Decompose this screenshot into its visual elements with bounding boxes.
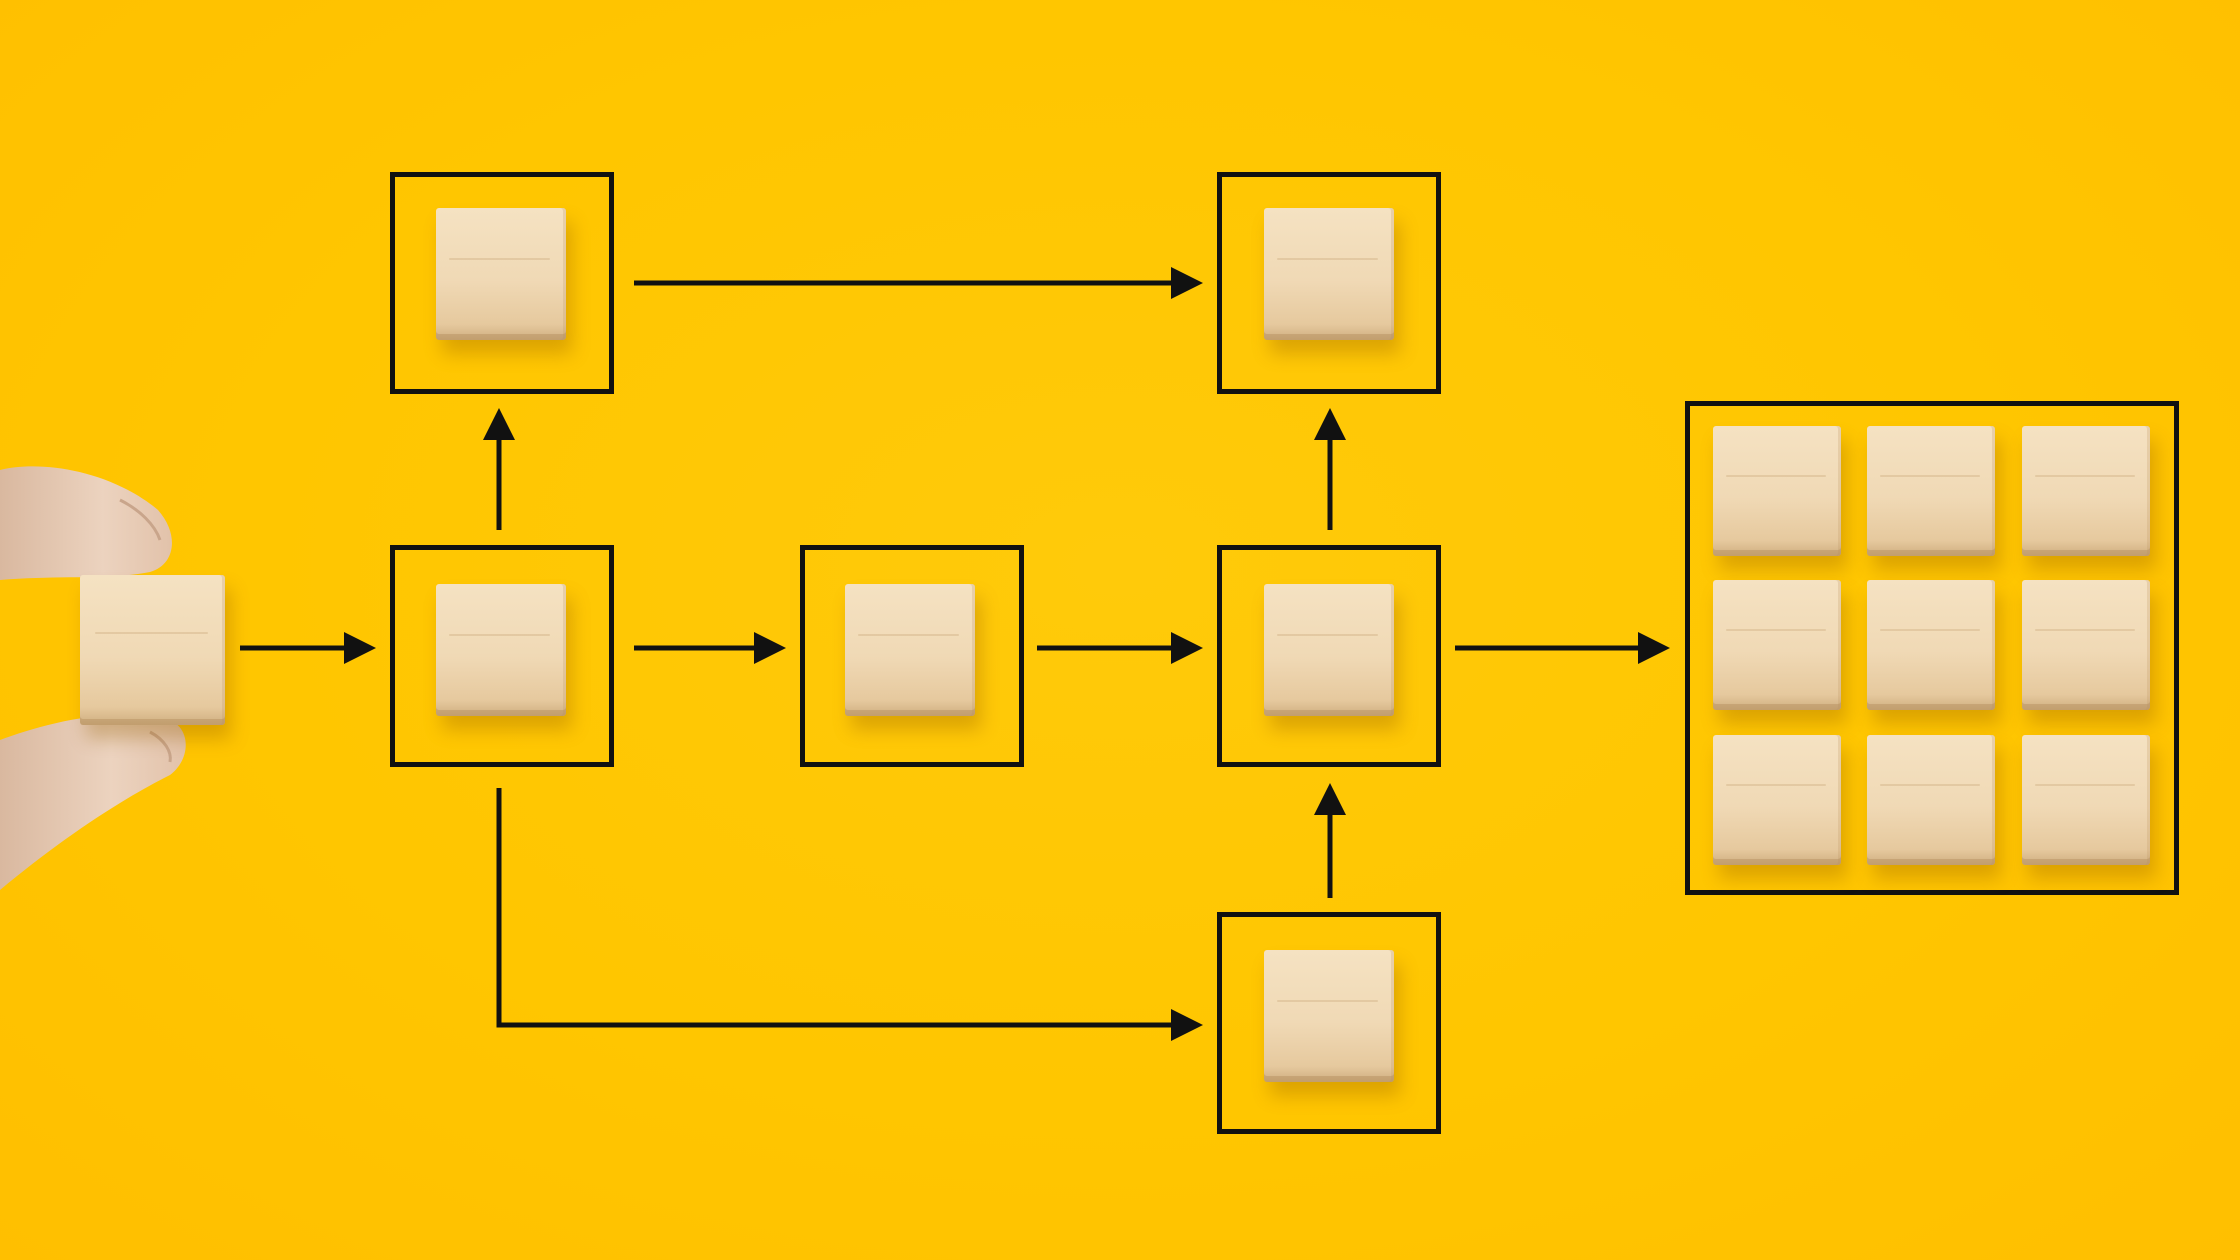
arrow-top-left-to-top-right xyxy=(634,267,1203,299)
arrow-start-to-split xyxy=(240,632,376,664)
grid-block-6[interactable] xyxy=(2022,580,2150,710)
block-top-right[interactable] xyxy=(1264,208,1394,340)
arrow-bottom-to-merge xyxy=(1314,783,1346,898)
hand-holding-block-icon xyxy=(0,466,186,890)
result-grid-frame xyxy=(1685,401,2179,895)
grid-block-3[interactable] xyxy=(2022,426,2150,556)
arrow-merge-to-top-right xyxy=(1314,408,1346,530)
block-middle[interactable] xyxy=(845,584,975,716)
arrow-merge-to-result-grid xyxy=(1455,632,1670,664)
grid-block-4[interactable] xyxy=(1713,580,1841,710)
node-frame-bottom xyxy=(1217,912,1441,1134)
arrow-split-to-bottom xyxy=(496,788,1203,1041)
arrow-middle-to-merge xyxy=(1037,632,1203,664)
node-frame-top-right xyxy=(1217,172,1441,394)
arrow-split-to-middle xyxy=(634,632,786,664)
grid-block-1[interactable] xyxy=(1713,426,1841,556)
grid-block-5[interactable] xyxy=(1867,580,1995,710)
node-frame-split xyxy=(390,545,614,767)
node-frame-merge xyxy=(1217,545,1441,767)
start-block[interactable] xyxy=(80,575,225,725)
arrow-split-to-top-left xyxy=(483,408,515,530)
block-top-left[interactable] xyxy=(436,208,566,340)
grid-block-7[interactable] xyxy=(1713,735,1841,865)
node-frame-top-left xyxy=(390,172,614,394)
block-bottom[interactable] xyxy=(1264,950,1394,1082)
grid-block-2[interactable] xyxy=(1867,426,1995,556)
grid-block-8[interactable] xyxy=(1867,735,1995,865)
node-frame-middle xyxy=(800,545,1024,767)
block-split[interactable] xyxy=(436,584,566,716)
block-merge[interactable] xyxy=(1264,584,1394,716)
grid-block-9[interactable] xyxy=(2022,735,2150,865)
